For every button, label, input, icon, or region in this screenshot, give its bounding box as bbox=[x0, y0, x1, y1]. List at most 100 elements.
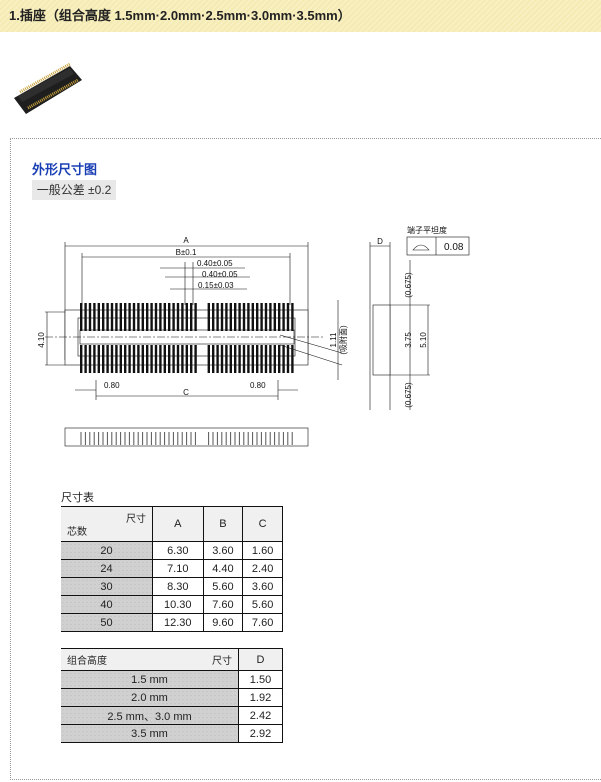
pin bbox=[132, 345, 136, 373]
col-d: D bbox=[238, 648, 283, 671]
pin bbox=[282, 345, 285, 373]
row-header: 50 bbox=[61, 613, 153, 632]
pin bbox=[225, 345, 228, 373]
cell: 1.50 bbox=[238, 670, 283, 689]
pin bbox=[106, 345, 109, 373]
pin bbox=[273, 303, 276, 331]
cell: 2.42 bbox=[238, 706, 283, 725]
pin bbox=[88, 303, 92, 331]
cell: 3.60 bbox=[203, 541, 244, 560]
pin bbox=[291, 345, 294, 373]
dim-pin-width: 0.15±0.03 bbox=[198, 281, 234, 290]
outline-title: 外形尺寸图 bbox=[32, 162, 98, 177]
pin bbox=[256, 345, 259, 373]
col-c: C bbox=[242, 506, 283, 542]
tolerance-note: 一般公差 ±0.2 bbox=[32, 180, 116, 200]
pin bbox=[278, 303, 281, 331]
cell: 2.40 bbox=[242, 559, 283, 578]
pin bbox=[163, 345, 166, 373]
pin bbox=[269, 345, 272, 373]
table-corner: 尺寸芯数 bbox=[61, 506, 153, 542]
cell: 6.30 bbox=[152, 541, 204, 560]
pin bbox=[141, 345, 144, 373]
row-header: 30 bbox=[61, 577, 153, 596]
pin bbox=[124, 345, 127, 373]
pin bbox=[251, 345, 254, 373]
pin bbox=[229, 345, 232, 373]
pin bbox=[154, 303, 158, 331]
connector-pins bbox=[80, 303, 294, 445]
row-header: 20 bbox=[61, 541, 153, 560]
pin bbox=[260, 303, 263, 331]
pin bbox=[168, 345, 171, 373]
pin bbox=[115, 303, 118, 331]
cell: 12.30 bbox=[152, 613, 204, 632]
pin bbox=[247, 303, 250, 331]
pin bbox=[190, 345, 193, 373]
cell: 8.30 bbox=[152, 577, 204, 596]
pin bbox=[260, 345, 263, 373]
pin bbox=[163, 303, 166, 331]
pin bbox=[278, 345, 281, 373]
pin bbox=[264, 345, 268, 373]
dim-1-11: 1.11 bbox=[329, 332, 338, 348]
dim-d: D bbox=[377, 237, 383, 246]
cell: 7.60 bbox=[203, 595, 244, 614]
pin bbox=[80, 303, 83, 331]
pin bbox=[176, 303, 180, 331]
pin bbox=[150, 303, 153, 331]
flatness-label: 端子平坦度 bbox=[407, 225, 447, 235]
pin bbox=[84, 345, 87, 373]
pin bbox=[273, 345, 276, 373]
suction-surface-label: (吸附面) bbox=[338, 325, 348, 355]
row-header: 3.5 mm bbox=[61, 724, 239, 743]
cell: 7.60 bbox=[242, 613, 283, 632]
pin bbox=[154, 345, 158, 373]
pin bbox=[84, 303, 87, 331]
pin bbox=[220, 303, 224, 331]
dimension-table-label: 尺寸表 bbox=[61, 492, 94, 504]
row-header: 2.0 mm bbox=[61, 688, 239, 707]
pin bbox=[256, 303, 259, 331]
pin bbox=[190, 303, 193, 331]
pin bbox=[172, 303, 175, 331]
pin bbox=[207, 303, 210, 331]
pin bbox=[185, 303, 188, 331]
pin bbox=[264, 303, 268, 331]
dim-c: C bbox=[183, 388, 189, 397]
pin bbox=[181, 345, 184, 373]
col-b: B bbox=[203, 506, 244, 542]
cell: 1.92 bbox=[238, 688, 283, 707]
pin bbox=[229, 303, 232, 331]
pin bbox=[291, 303, 294, 331]
row-header: 2.5 mm、3.0 mm bbox=[61, 706, 239, 725]
cell: 1.60 bbox=[242, 541, 283, 560]
pin bbox=[150, 345, 153, 373]
pin bbox=[286, 345, 290, 373]
pin bbox=[242, 345, 246, 373]
pin bbox=[194, 303, 197, 331]
cell: 7.10 bbox=[152, 559, 204, 578]
pin bbox=[159, 345, 162, 373]
table-corner: 尺寸组合高度 bbox=[61, 648, 239, 671]
pin bbox=[269, 303, 272, 331]
pin bbox=[282, 303, 285, 331]
cell: 4.40 bbox=[203, 559, 244, 578]
pin bbox=[110, 303, 114, 331]
pin bbox=[146, 345, 149, 373]
pin bbox=[172, 345, 175, 373]
pin bbox=[242, 303, 246, 331]
dim-a: A bbox=[183, 236, 189, 245]
col-a: A bbox=[152, 506, 204, 542]
pin bbox=[88, 345, 92, 373]
pin bbox=[181, 303, 184, 331]
pin bbox=[124, 303, 127, 331]
cell: 2.92 bbox=[238, 724, 283, 743]
pin bbox=[102, 345, 105, 373]
